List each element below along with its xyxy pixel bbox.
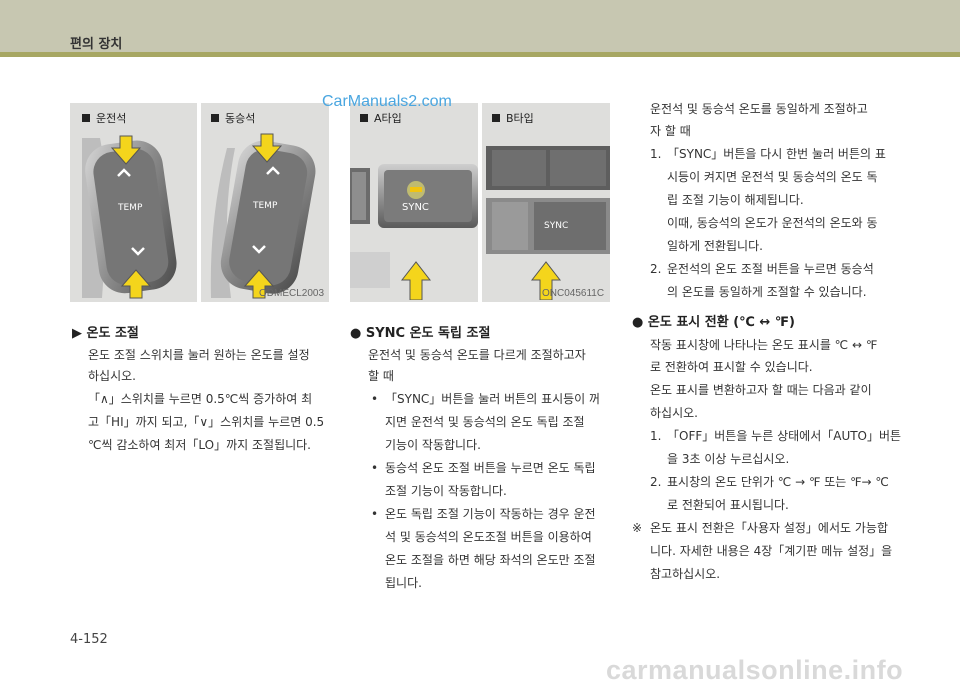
col1-line: 「∧」스위치를 누르면 0.5℃씩 증가하여 최	[88, 392, 313, 406]
bullet-text: 온도 조절을 하면 해당 좌석의 온도만 조절	[385, 553, 596, 567]
item-number: 2.	[650, 262, 662, 276]
square-bullet-icon	[82, 114, 90, 122]
col3-heading: ● 온도 표시 전환 (℃ ↔ ℉)	[632, 315, 795, 330]
item-text: 일하게 전환됩니다.	[667, 239, 763, 253]
square-bullet-icon	[211, 114, 219, 122]
header-accent-bar	[0, 52, 960, 57]
figure-code-left: ODMECL2003	[259, 288, 325, 299]
bullet-text: 석 및 동승석의 온도조절 버튼을 이용하여	[385, 530, 592, 544]
bullet-mark: •	[371, 461, 379, 475]
col1-line: 고「HI」까지 되고,「∨」스위치를 누르면 0.5	[88, 415, 325, 429]
type-a-sync-illustration: SYNC	[350, 164, 478, 300]
type-b-label: B타입	[492, 110, 534, 126]
bullet-text: 지면 운전석 및 동승석의 온도 독립 조절	[385, 415, 585, 429]
type-b-sync-text: SYNC	[544, 221, 568, 231]
item-text: 표시창의 온도 단위가 ℃ → ℉ 또는 ℉→ ℃	[667, 475, 889, 489]
bullet-text: 「SYNC」버튼을 눌러 버튼의 표시등이 꺼	[385, 392, 601, 406]
item-text: 이때, 동승석의 온도가 운전석의 온도와 동	[667, 216, 878, 230]
type-a-label: A타입	[360, 110, 402, 126]
item-text: 「SYNC」버튼을 다시 한번 눌러 버튼의 표	[667, 147, 886, 161]
note-text: 참고하십시오.	[650, 567, 721, 581]
page-number: 4-152	[70, 632, 108, 647]
item-text: 로 전환되어 표시됩니다.	[667, 498, 789, 512]
col1-line: 온도 조절 스위치를 눌러 원하는 온도를 설정	[88, 348, 310, 362]
watermark-top: CarManuals2.com	[322, 93, 452, 110]
col1-line: ℃씩 감소하여 최저「LO」까지 조절됩니다.	[88, 438, 311, 452]
arrow-up-icon	[243, 269, 275, 299]
watermark-bottom: carmanualsonline.info	[606, 655, 904, 685]
col1-line: 하십시오.	[88, 369, 136, 383]
col3-para: 작동 표시창에 나타나는 온도 표시를 ℃ ↔ ℉	[650, 338, 878, 352]
passenger-temp-switch-illustration: TEMP	[210, 133, 316, 299]
passenger-label: 동승석	[211, 110, 255, 126]
header-title: 편의 장치	[70, 37, 123, 52]
item-number: 1.	[650, 147, 662, 161]
item-number: 2.	[650, 475, 662, 489]
arrow-up-icon	[530, 261, 562, 300]
arrow-up-icon	[400, 261, 432, 300]
passenger-temp-text: TEMP	[252, 201, 278, 211]
bullet-mark: •	[371, 392, 379, 406]
bullet-text: 동승석 온도 조절 버튼을 누르면 온도 독립	[385, 461, 596, 475]
figure-code-right: ONC045611C	[542, 288, 605, 299]
col3-para: 하십시오.	[650, 406, 698, 420]
col3-para: 로 전환하여 표시할 수 있습니다.	[650, 360, 813, 374]
bullet-text: 온도 독립 조절 기능이 작동하는 경우 운전	[385, 507, 596, 521]
page-header	[0, 0, 960, 52]
bullet-text: 됩니다.	[385, 576, 422, 590]
item-text: 운전석의 온도 조절 버튼을 누르면 동승석	[667, 262, 874, 276]
item-number: 1.	[650, 429, 662, 443]
square-bullet-icon	[360, 114, 368, 122]
driver-temp-switch-illustration: TEMP	[82, 135, 177, 299]
bullet-text: 기능이 작동합니다.	[385, 438, 481, 452]
col1-heading: ▶ 온도 조절	[72, 326, 139, 341]
col2-intro: 할 때	[368, 369, 394, 383]
type-a-sync-text: SYNC	[402, 202, 429, 213]
item-text: 의 온도를 동일하게 조절할 수 있습니다.	[667, 285, 867, 299]
driver-label: 운전석	[82, 110, 126, 126]
driver-temp-text: TEMP	[117, 203, 143, 213]
note-text: 온도 표시 전환은「사용자 설정」에서도 가능합	[650, 521, 888, 535]
item-text: 시등이 켜지면 운전석 및 동승석의 온도 독	[667, 170, 878, 184]
square-bullet-icon	[492, 114, 500, 122]
col3-intro: 자 할 때	[650, 124, 691, 138]
arrow-up-icon	[120, 269, 152, 299]
col3-para: 온도 표시를 변환하고자 할 때는 다음과 같이	[650, 383, 872, 397]
bullet-mark: •	[371, 507, 379, 521]
item-text: 「OFF」버튼을 누른 상태에서「AUTO」버튼	[667, 429, 902, 443]
item-text: 을 3초 이상 누르십시오.	[667, 452, 790, 466]
col3-intro: 운전석 및 동승석 온도를 동일하게 조절하고	[650, 102, 868, 116]
type-b-sync-illustration: SYNC	[486, 146, 610, 300]
bullet-text: 조절 기능이 작동합니다.	[385, 484, 507, 498]
note-mark: ※	[632, 521, 643, 535]
arrow-down-icon	[251, 133, 283, 163]
col2-intro: 운전석 및 동승석 온도를 다르게 조절하고자	[368, 348, 586, 362]
item-text: 립 조절 기능이 해제됩니다.	[667, 193, 804, 207]
arrow-down-icon	[110, 135, 142, 165]
note-text: 니다. 자세한 내용은 4장「계기판 메뉴 설정」을	[650, 544, 893, 558]
col2-heading: ● SYNC 온도 독립 조절	[350, 326, 491, 341]
